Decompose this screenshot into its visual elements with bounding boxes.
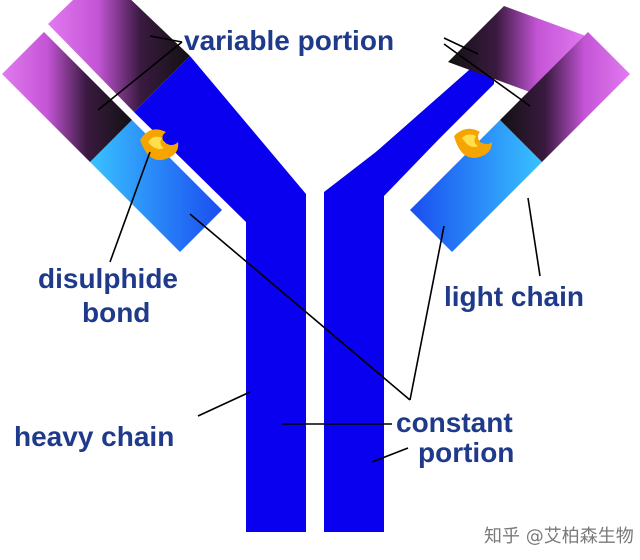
- leader-variable-right: [443, 37, 479, 55]
- leader-constant-to-right-heavy: [371, 447, 409, 463]
- label-disulphide: disulphide: [38, 263, 178, 294]
- label-portion: portion: [418, 437, 514, 468]
- left-light-constant: [90, 120, 222, 252]
- left-heavy-chain: [48, 0, 306, 532]
- right-heavy-chain: [324, 6, 586, 532]
- label-variable-portion: variable portion: [184, 25, 394, 56]
- right-heavy-constant-body: [326, 48, 494, 230]
- left-heavy-constant: [134, 56, 306, 532]
- right-light-constant: [410, 120, 542, 252]
- left-light-variable: [2, 32, 132, 162]
- right-disulphide-bond: [454, 128, 492, 158]
- watermark: 知乎 @艾柏森生物: [484, 526, 634, 547]
- leader-constant-to-right-light: [409, 225, 445, 401]
- left-light-chain: [2, 32, 222, 252]
- leader-light-chain: [527, 197, 541, 277]
- leader-constant-to-left-light: [189, 213, 411, 401]
- leader-lines: [97, 35, 541, 463]
- leader-variable-left-upper: [149, 35, 183, 43]
- right-light-chain: [410, 32, 630, 252]
- left-heavy-variable: [48, 0, 190, 112]
- label-heavy-chain: heavy chain: [14, 421, 174, 452]
- label-disulphide-bond: bond: [82, 297, 150, 328]
- leader-disulphide: [109, 151, 151, 263]
- right-light-variable: [500, 32, 630, 162]
- leader-variable-left: [97, 41, 183, 111]
- label-constant: constant: [396, 407, 513, 438]
- label-light-chain: light chain: [444, 281, 584, 312]
- leader-variable-right-lower: [443, 43, 531, 107]
- leader-heavy-chain: [197, 391, 251, 417]
